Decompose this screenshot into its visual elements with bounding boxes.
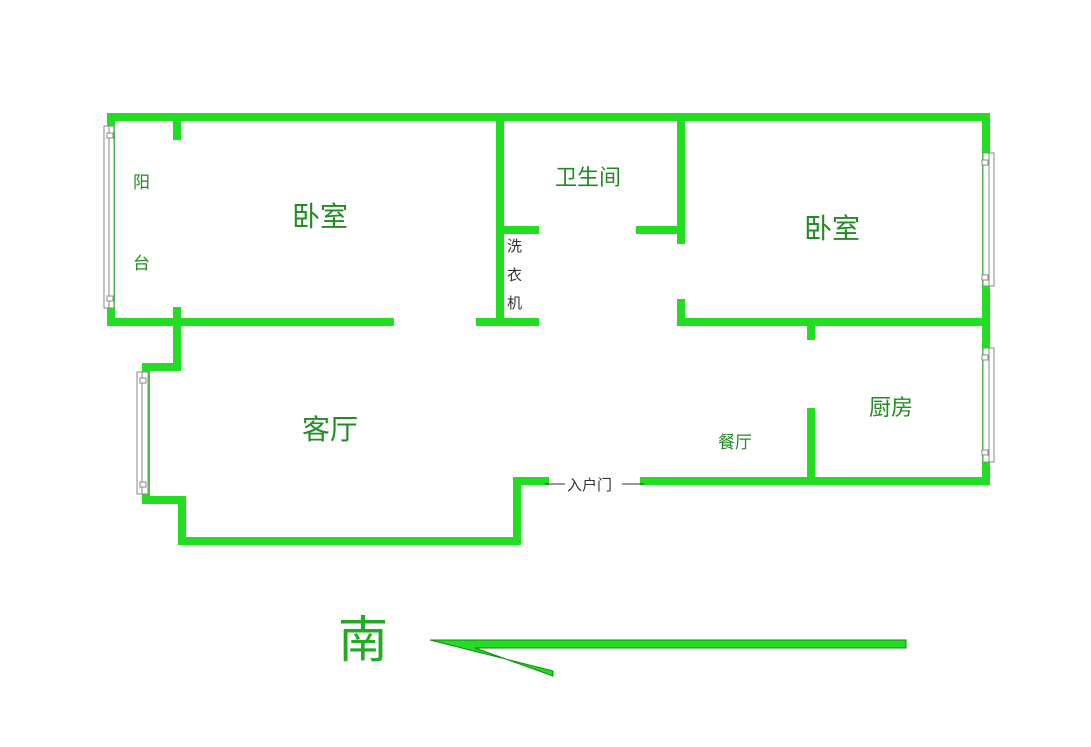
room-label-balcony-2: 台	[133, 254, 150, 274]
room-label-dining: 餐厅	[718, 433, 752, 453]
room-label-living-room: 客厅	[302, 413, 359, 446]
south-arrow-icon	[429, 639, 907, 677]
entrance-label: 入户门	[567, 476, 613, 494]
room-label-bedroom-right: 卧室	[804, 212, 861, 245]
wall-entrance-stub	[142, 477, 549, 545]
wall-left-upper	[107, 113, 181, 326]
wall-left-lower	[142, 318, 181, 504]
room-label-washer-2: 衣	[507, 266, 523, 284]
room-label-kitchen: 厨房	[869, 396, 914, 421]
room-label-washer-3: 机	[507, 294, 523, 312]
room-label-balcony-1: 阳	[133, 173, 150, 193]
room-label-bedroom-left: 卧室	[292, 200, 349, 233]
orientation-label: 南	[338, 611, 388, 669]
walls	[107, 113, 990, 545]
room-label-washer-1: 洗	[507, 237, 523, 255]
windows	[103, 125, 995, 495]
room-label-bathroom: 卫生间	[555, 166, 622, 191]
